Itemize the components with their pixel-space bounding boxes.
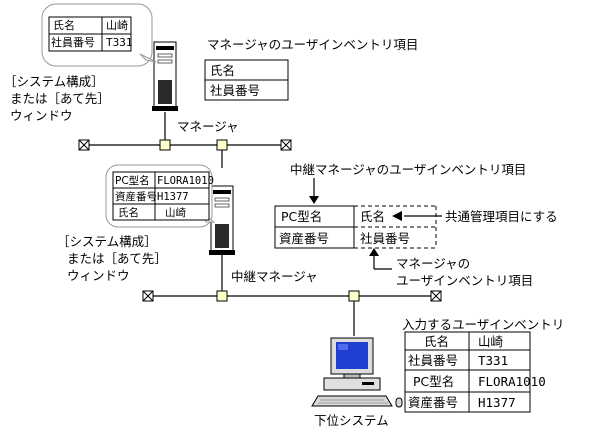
node-relay-top <box>216 139 228 151</box>
popup-mid-asset-label: 資産番号 <box>115 191 157 203</box>
input-row-model-value: FLORA1010 <box>478 374 546 389</box>
manager-inventory-box <box>204 59 289 101</box>
window-label-mid-line2: または［あて先］ <box>67 251 167 266</box>
node-lower-system <box>348 290 360 302</box>
input-row-asset-value: H1377 <box>478 395 516 410</box>
lower-system-pc-icon <box>311 337 403 408</box>
relay-inv-name: 氏名 <box>360 209 386 224</box>
relay-inventory-box <box>274 205 437 249</box>
relay-inv-emp: 社員番号 <box>360 231 411 246</box>
input-row-emp-value: T331 <box>478 353 509 368</box>
manager-inv-note-line1: マネージャの <box>396 256 471 271</box>
node-manager <box>159 139 171 151</box>
relay-inv-asset: 資産番号 <box>279 231 330 246</box>
relay-inventory-title: 中継マネージャのユーザインベントリ項目 <box>290 162 527 177</box>
manager-inv-item-emp: 社員番号 <box>210 83 261 98</box>
terminator-top-right <box>280 139 292 151</box>
popup-top-name-label: 氏名 <box>53 19 75 32</box>
lower-system-label: 下位システム <box>314 413 389 428</box>
input-row-name-value: 山崎 <box>478 334 504 349</box>
window-label-top-line3: ウィンドウ <box>10 108 73 123</box>
relay-manager-label: 中継マネージャ <box>231 269 318 284</box>
relay-manager-tower-icon <box>209 185 235 255</box>
window-label-mid-line1: ［システム構成］ <box>57 234 157 249</box>
popup-mid-model-label: PC型名 <box>115 175 150 187</box>
input-row-name-label: 氏名 <box>424 334 450 349</box>
popup-top-name-value: 山崎 <box>106 19 128 32</box>
popup-top-emp-value: T331 <box>106 36 133 49</box>
popup-mid-asset-value: H1377 <box>157 191 189 203</box>
input-inventory-table <box>404 331 531 413</box>
relay-inv-model: PC型名 <box>281 209 323 224</box>
terminator-top-left <box>78 139 90 151</box>
popup-top-emp-label: 社員番号 <box>51 36 95 49</box>
window-label-mid-line3: ウィンドウ <box>67 268 130 283</box>
input-inventory-title: 入力するユーザインベントリ <box>402 317 565 332</box>
manager-inventory-title: マネージャのユーザインベントリ項目 <box>207 37 419 52</box>
input-row-emp-label: 社員番号 <box>408 353 459 368</box>
input-row-model-label: PC型名 <box>413 374 455 389</box>
manager-inv-item-name: 氏名 <box>210 63 236 78</box>
common-item-label: 共通管理項目にする <box>445 209 558 224</box>
popup-mid-model-value: FLORA1010 <box>157 175 214 187</box>
manager-label: マネージャ <box>177 119 239 134</box>
node-relay-bottom <box>216 290 228 302</box>
popup-mid-name-value: 山崎 <box>165 207 186 219</box>
popup-mid-table <box>112 171 210 221</box>
popup-top-table <box>48 16 132 52</box>
input-row-asset-label: 資産番号 <box>408 395 459 410</box>
window-label-top-line1: ［システム構成］ <box>4 74 104 89</box>
popup-mid-name-label: 氏名 <box>118 207 139 219</box>
arrow-common-item <box>392 211 442 221</box>
manager-inv-note-line2: ユーザインベントリ項目 <box>396 273 534 288</box>
terminator-bottom-left <box>142 290 154 302</box>
manager-tower-icon <box>152 41 178 111</box>
arrow-manager-note <box>369 248 392 270</box>
arrow-relay-title <box>309 178 319 204</box>
terminator-bottom-right <box>430 290 442 302</box>
window-label-top-line2: または［あて先］ <box>10 91 110 106</box>
